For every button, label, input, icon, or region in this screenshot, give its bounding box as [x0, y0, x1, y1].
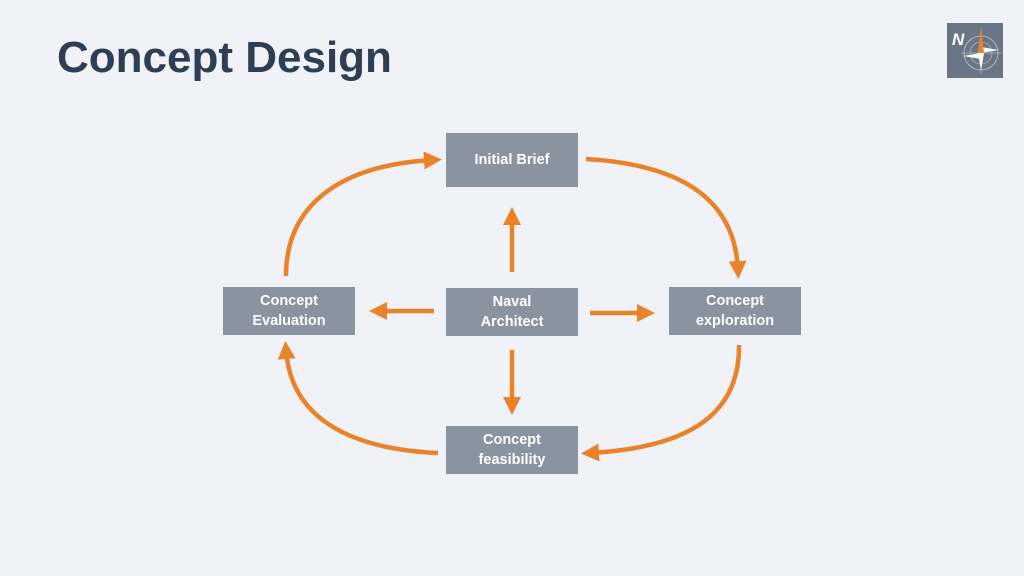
node-label-line: Concept	[706, 293, 764, 309]
node-concept-exploration: Concept exploration	[669, 287, 801, 335]
node-label-line: Naval	[492, 294, 532, 310]
arc-evaluation-to-brief	[283, 151, 442, 277]
node-label-line: Initial Brief	[474, 152, 550, 168]
arc-brief-to-exploration	[585, 156, 747, 279]
compass-logo-icon: N	[947, 23, 1003, 78]
node-label-line: Concept	[482, 432, 541, 448]
node-concept-feasibility: Concept feasibility	[446, 426, 578, 474]
node-label-line: Concept	[259, 293, 318, 309]
node-label-line: feasibility	[478, 452, 546, 468]
node-label-line: Evaluation	[252, 313, 326, 329]
arc-exploration-to-feasibility	[581, 344, 742, 462]
node-concept-evaluation: Concept Evaluation	[223, 287, 355, 335]
node-label-line: Architect	[480, 314, 544, 330]
slide-title: Concept Design	[57, 33, 392, 82]
node-label-line: exploration	[695, 313, 775, 329]
node-initial-brief: Initial Brief	[446, 133, 578, 187]
node-naval-architect: Naval Architect	[446, 288, 578, 336]
arc-feasibility-to-evaluation	[277, 341, 439, 456]
svg-text:N: N	[952, 30, 965, 49]
